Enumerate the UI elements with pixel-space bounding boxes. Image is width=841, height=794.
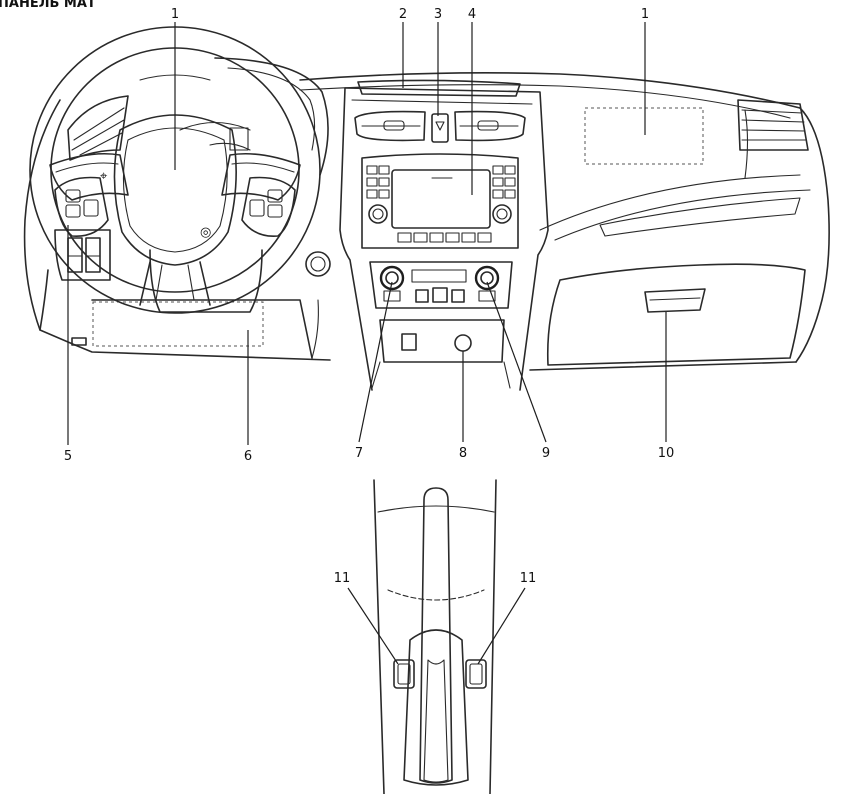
audio-unit <box>361 153 519 249</box>
callout-7: 7 <box>355 446 363 461</box>
callout-1-passenger-airbag: 1 <box>641 7 649 22</box>
dashboard-outline <box>23 72 830 371</box>
knee-airbag-area <box>92 301 264 347</box>
callout-6: 6 <box>244 449 252 464</box>
callout-1-driver-airbag: 1 <box>171 7 179 22</box>
climate-panel <box>369 261 513 309</box>
callout-3: 3 <box>434 7 442 22</box>
ignition-knob <box>305 251 331 277</box>
passenger-airbag-area <box>584 107 704 165</box>
center-console <box>339 79 549 391</box>
callout-labels: 1 1 2 3 4 5 6 7 8 9 10 11 11 <box>64 7 674 586</box>
leader-lines <box>67 22 667 665</box>
driver-air-vent <box>67 95 129 161</box>
steering-wheel: ⌖ ◎ <box>29 26 329 314</box>
steering-column <box>149 249 263 313</box>
callout-9: 9 <box>542 446 550 461</box>
callout-4: 4 <box>468 7 476 22</box>
glove-box <box>546 263 806 366</box>
steering-switch-marker: ⌖ <box>100 169 108 184</box>
driver-lower-panel <box>71 299 319 359</box>
lower-console <box>371 319 511 389</box>
callout-5: 5 <box>64 449 72 464</box>
callout-10: 10 <box>658 446 675 461</box>
callout-11-right: 11 <box>520 571 537 586</box>
header-fragment: ПАНЕЛЬ МАТ <box>0 0 96 11</box>
passenger-air-vent <box>737 99 809 151</box>
rear-center-console <box>373 479 497 794</box>
callout-2: 2 <box>399 7 407 22</box>
callout-11-left: 11 <box>334 571 351 586</box>
callout-8: 8 <box>459 446 467 461</box>
airbag-label-mark: ◎ <box>200 225 211 240</box>
driver-switch-block <box>54 229 111 281</box>
